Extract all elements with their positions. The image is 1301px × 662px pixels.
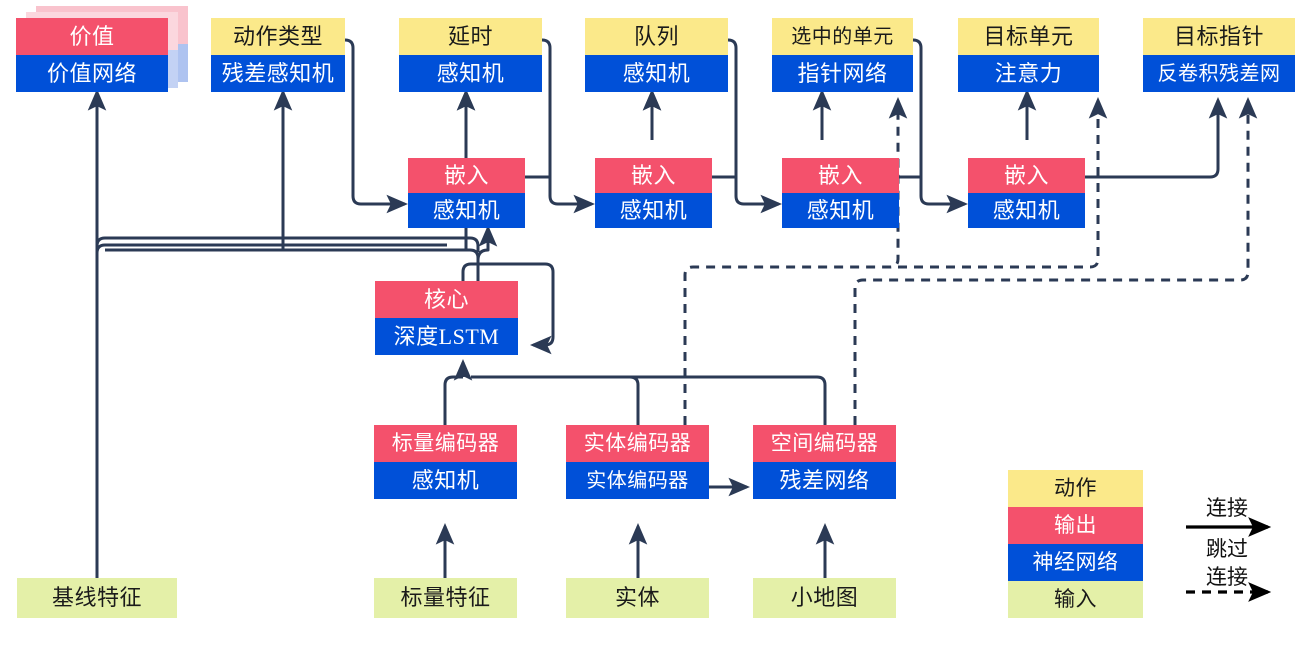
wire-scalar-enc-up <box>443 375 463 425</box>
node-embed-4-output: 嵌入 <box>968 158 1085 193</box>
node-scalar-encoder[interactable]: 标量编码器 感知机 <box>374 425 517 499</box>
node-selected-units-network: 指针网络 <box>772 55 913 92</box>
node-delay[interactable]: 延时 感知机 <box>399 18 542 92</box>
node-embed-1-output: 嵌入 <box>408 158 525 193</box>
node-spatial-encoder-output: 空间编码器 <box>753 425 896 462</box>
node-target-point-action: 目标指针 <box>1143 18 1295 55</box>
node-target-unit-action: 目标单元 <box>958 18 1099 55</box>
node-delay-action: 延时 <box>399 18 542 55</box>
node-scalar-encoder-network: 感知机 <box>374 462 517 499</box>
node-value[interactable]: 价值 价值网络 <box>16 18 168 92</box>
node-value-action: 价值 <box>16 18 168 55</box>
wire-embed4-to-target-point <box>1048 96 1228 179</box>
legend-skip-label-line1: 跳过 <box>1206 537 1248 561</box>
wire-selected-units-to-embed4 <box>912 38 969 214</box>
wire-core-to-trunk <box>105 248 480 281</box>
legend-swatch-action: 动作 <box>1008 470 1143 507</box>
legend-swatch-input: 输入 <box>1008 581 1143 618</box>
node-entity-encoder[interactable]: 实体编码器 实体编码器 <box>566 425 709 499</box>
node-action-type-network: 残差感知机 <box>211 55 345 92</box>
skip-spatial-to-target-point <box>853 96 1258 425</box>
wire-core-self-loop <box>461 262 555 355</box>
legend-connection-label: 连接 <box>1206 496 1248 520</box>
skip-branch-target-unit <box>898 256 1100 269</box>
wire-entity-enc-up <box>471 375 640 425</box>
node-queue-network: 感知机 <box>585 55 728 92</box>
skip-entity-to-selected-units <box>683 96 908 425</box>
legend-skip-label-line2: 连接 <box>1206 565 1248 589</box>
node-entity-encoder-network: 实体编码器 <box>566 462 709 499</box>
node-embed-3-network: 感知机 <box>782 193 899 228</box>
legend-swatches: 动作 输出 神经网络 输入 <box>1008 470 1143 618</box>
node-embed-4[interactable]: 嵌入 感知机 <box>968 158 1085 228</box>
wire-delay-to-embed2 <box>541 38 596 214</box>
node-target-point[interactable]: 目标指针 反卷积残差网 <box>1143 18 1295 92</box>
node-target-unit[interactable]: 目标单元 注意力 <box>958 18 1099 92</box>
wire-core-to-embed1 <box>476 224 498 261</box>
node-queue[interactable]: 队列 感知机 <box>585 18 728 92</box>
node-selected-units[interactable]: 选中的单元 指针网络 <box>772 18 913 92</box>
node-embed-3-output: 嵌入 <box>782 158 899 193</box>
node-embed-3[interactable]: 嵌入 感知机 <box>782 158 899 228</box>
node-value-network: 价值网络 <box>16 55 168 92</box>
node-queue-action: 队列 <box>585 18 728 55</box>
node-core[interactable]: 核心 深度LSTM <box>375 281 518 355</box>
node-embed-2[interactable]: 嵌入 感知机 <box>595 158 712 228</box>
node-action-type-action: 动作类型 <box>211 18 345 55</box>
node-minimap[interactable]: 小地图 <box>753 578 896 618</box>
legend-swatch-neural-network: 神经网络 <box>1008 544 1143 581</box>
legend-swatch-output: 输出 <box>1008 507 1143 544</box>
node-core-output: 核心 <box>375 281 518 318</box>
wire-spatial-enc-up <box>471 375 827 425</box>
node-action-type[interactable]: 动作类型 残差感知机 <box>211 18 345 92</box>
node-embed-2-output: 嵌入 <box>595 158 712 193</box>
node-core-network: 深度LSTM <box>375 318 518 355</box>
wire-action-type-to-embed1 <box>344 38 409 214</box>
wire-core-trunk-left <box>95 236 480 253</box>
node-baseline-features[interactable]: 基线特征 <box>17 578 177 618</box>
wire-queue-to-embed3 <box>727 38 783 214</box>
node-spatial-encoder-network: 残差网络 <box>753 462 896 499</box>
node-target-unit-network: 注意力 <box>958 55 1099 92</box>
node-embed-1[interactable]: 嵌入 感知机 <box>408 158 525 228</box>
node-scalar-features[interactable]: 标量特征 <box>374 578 517 618</box>
node-selected-units-action: 选中的单元 <box>772 18 913 55</box>
node-scalar-encoder-output: 标量编码器 <box>374 425 517 462</box>
node-spatial-encoder[interactable]: 空间编码器 残差网络 <box>753 425 896 499</box>
node-embed-1-network: 感知机 <box>408 193 525 228</box>
node-embed-2-network: 感知机 <box>595 193 712 228</box>
node-entity-encoder-output: 实体编码器 <box>566 425 709 462</box>
node-entities[interactable]: 实体 <box>566 578 709 618</box>
node-target-point-network: 反卷积残差网 <box>1143 55 1295 92</box>
node-embed-4-network: 感知机 <box>968 193 1085 228</box>
node-delay-network: 感知机 <box>399 55 542 92</box>
